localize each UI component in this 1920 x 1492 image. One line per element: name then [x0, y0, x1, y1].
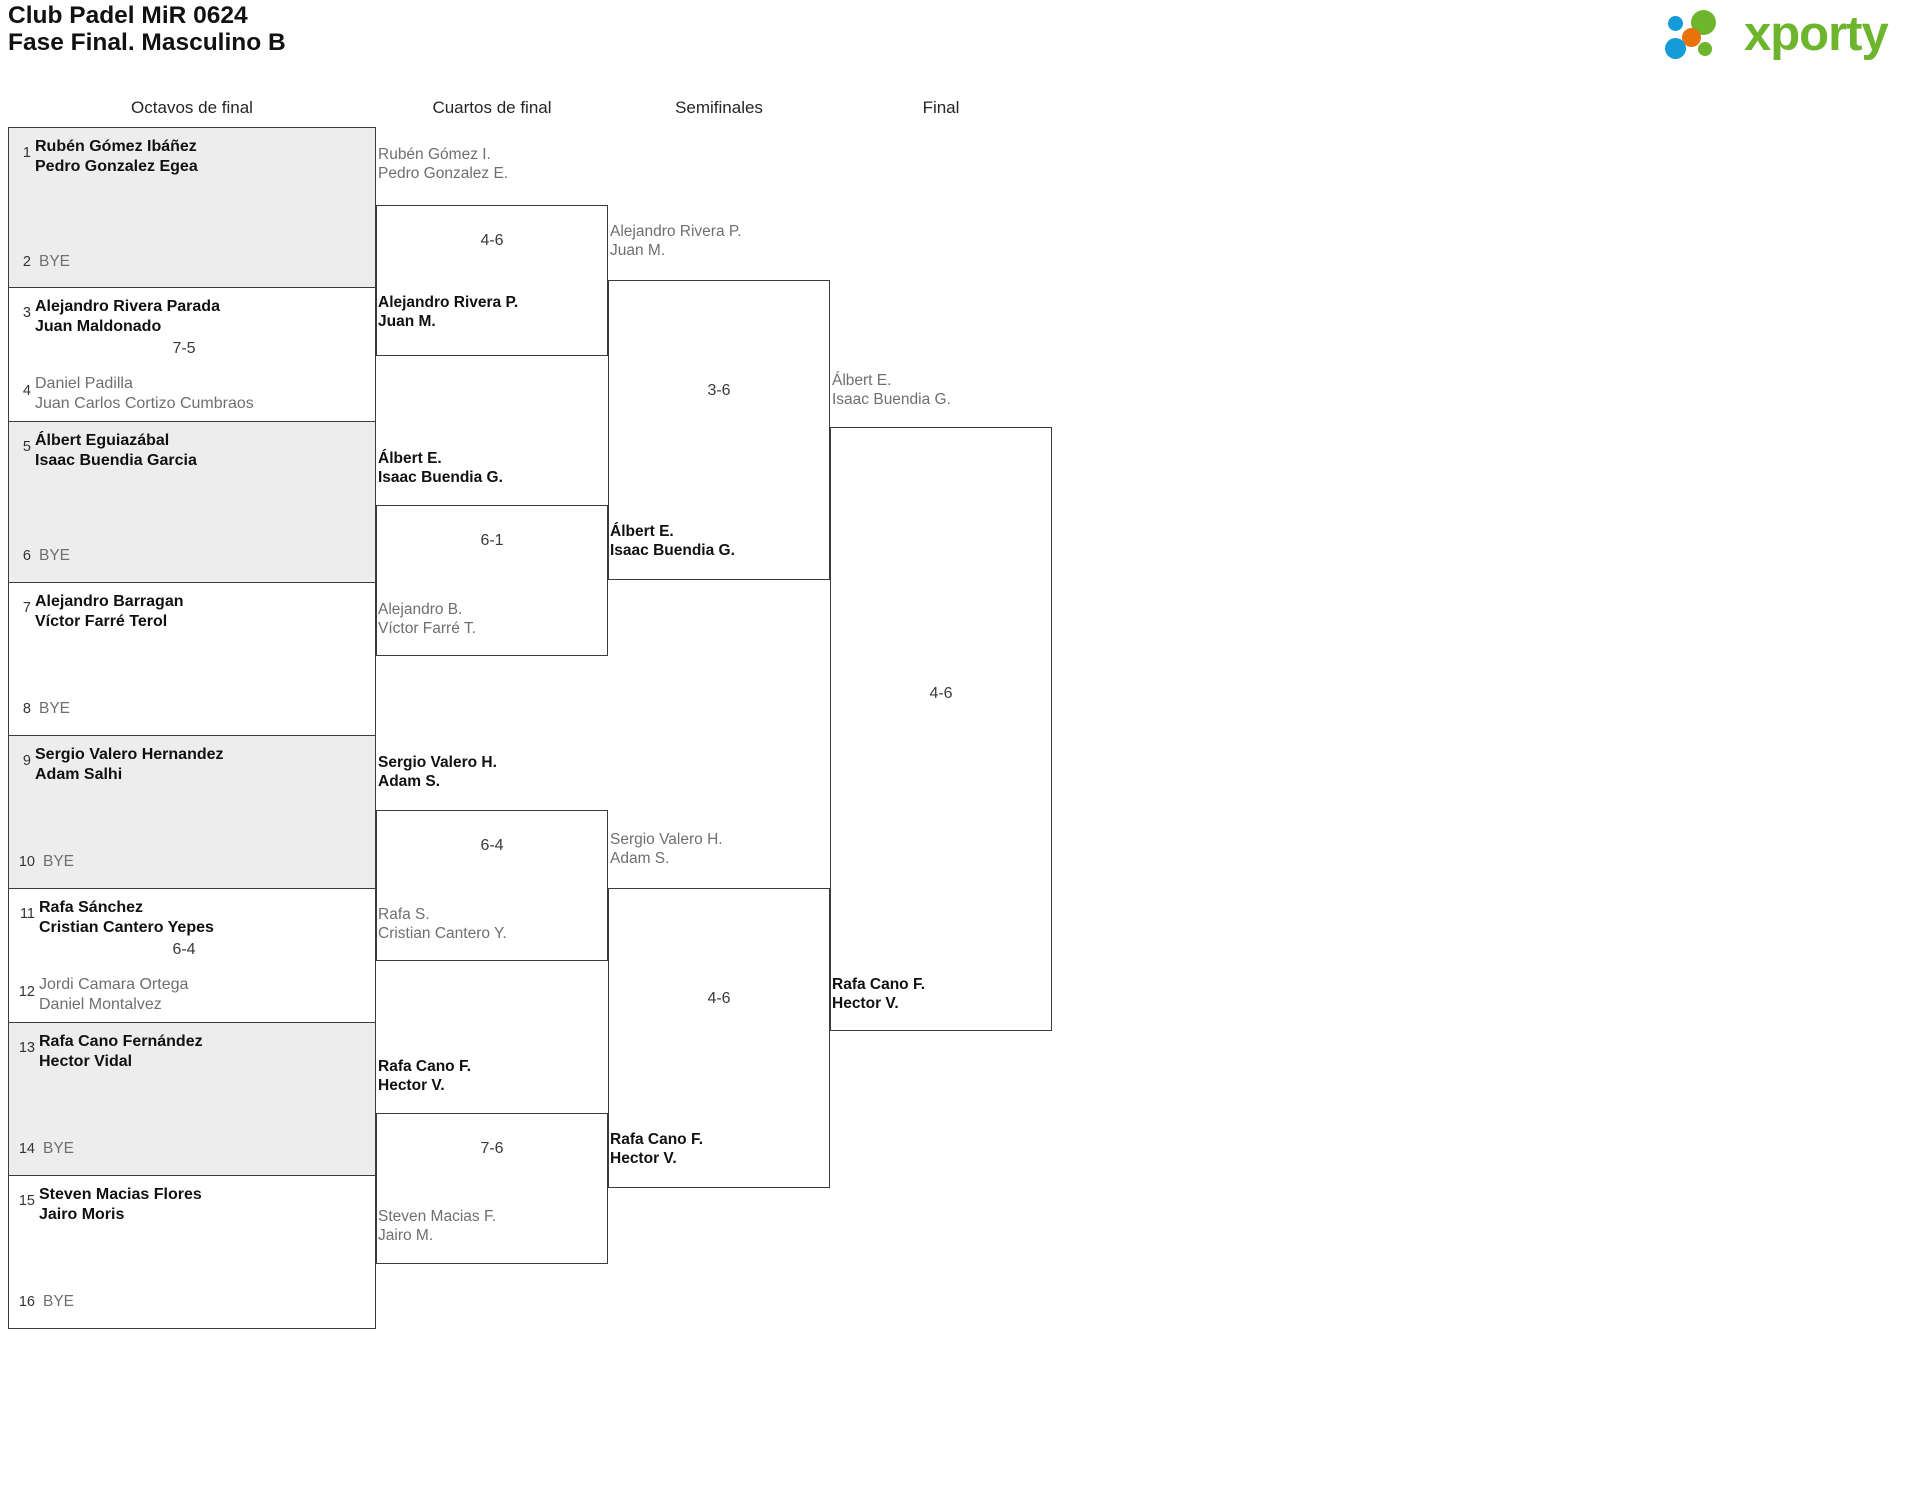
r4-team-champion: Rafa Cano F. Hector V.	[832, 976, 926, 1012]
seed-number: 2	[22, 254, 31, 270]
r2-score: 6-4	[480, 837, 504, 854]
r1-team: Steven Macias Flores Jairo Moris	[39, 1186, 202, 1223]
xporty-logo[interactable]: xporty	[1660, 6, 1892, 64]
seed-number: 1	[22, 145, 31, 161]
seed-number: 5	[22, 439, 31, 455]
seed-number: 7	[22, 600, 31, 616]
seed-number: 3	[22, 305, 31, 321]
r1-team: Rafa Cano Fernández Hector Vidal	[39, 1033, 203, 1070]
seed-number: 9	[22, 753, 31, 769]
logo-dot-green-small	[1698, 42, 1712, 56]
r2-match-box[interactable]	[376, 1113, 608, 1264]
r3-score: 4-6	[707, 990, 731, 1007]
r1-score: 7-5	[172, 340, 196, 357]
round-header-semifinales: Semifinales	[675, 98, 763, 117]
r4-score: 4-6	[929, 685, 953, 702]
r1-team: BYE	[43, 853, 75, 870]
page-title: Club Padel MiR 0624 Fase Final. Masculin…	[8, 2, 286, 56]
r2-team: Álbert E. Isaac Buendia G.	[378, 450, 503, 486]
logo-dot-orange	[1682, 28, 1701, 47]
r3-match-box[interactable]	[608, 280, 830, 580]
r1-match-block[interactable]: 7 Alejandro Barragan Víctor Farré Terol …	[8, 583, 376, 736]
r2-match-box[interactable]	[376, 505, 608, 656]
seed-number: 6	[22, 548, 31, 564]
seed-number: 12	[18, 984, 35, 1000]
seed-number: 8	[22, 701, 31, 717]
seed-number: 11	[19, 906, 35, 922]
r4-team: Álbert E. Isaac Buendia G.	[832, 372, 951, 408]
r2-team: Rubén Gómez I. Pedro Gonzalez E.	[378, 146, 509, 182]
r1-score: 6-4	[172, 941, 196, 958]
r1-team: Daniel Padilla Juan Carlos Cortizo Cumbr…	[35, 375, 254, 412]
r3-match-box[interactable]	[608, 888, 830, 1188]
r1-team: BYE	[39, 700, 71, 717]
r1-match-block[interactable]: 5 Álbert Eguiazábal Isaac Buendia Garcia…	[8, 422, 376, 583]
seed-number: 13	[18, 1040, 35, 1056]
r2-team: Sergio Valero H. Adam S.	[378, 754, 497, 790]
r2-score: 4-6	[480, 232, 504, 249]
r2-team: Rafa Cano F. Hector V.	[378, 1058, 472, 1094]
r3-team: Sergio Valero H. Adam S.	[610, 831, 723, 867]
r1-match-block[interactable]: 15 Steven Macias Flores Jairo Moris 16 B…	[8, 1176, 376, 1329]
r1-team: BYE	[43, 1293, 75, 1310]
round-header-final: Final	[922, 98, 960, 117]
r1-team: Sergio Valero Hernandez Adam Salhi	[35, 746, 224, 783]
r1-team: Álbert Eguiazábal Isaac Buendia Garcia	[35, 432, 197, 469]
r1-team: Alejandro Rivera Parada Juan Maldonado	[35, 298, 220, 335]
r1-match-block[interactable]: 1 Rubén Gómez Ibáñez Pedro Gonzalez Egea…	[8, 127, 376, 288]
logo-dot-blue-large	[1665, 38, 1686, 59]
r1-match-block[interactable]: 3 Alejandro Rivera Parada Juan Maldonado…	[8, 288, 376, 422]
r1-team: BYE	[39, 253, 71, 270]
r3-team: Alejandro Rivera P. Juan M.	[610, 223, 742, 259]
tournament-name: Club Padel MiR 0624	[8, 2, 248, 29]
logo-dot-blue-small	[1668, 16, 1683, 31]
r3-score: 3-6	[707, 382, 731, 399]
seed-number: 16	[18, 1294, 35, 1310]
logo-dots-icon	[1660, 8, 1748, 62]
r1-match-block[interactable]: 13 Rafa Cano Fernández Hector Vidal 14 B…	[8, 1023, 376, 1176]
r1-team: Alejandro Barragan Víctor Farré Terol	[35, 593, 184, 630]
r2-score: 7-6	[480, 1140, 504, 1157]
page-header: Club Padel MiR 0624 Fase Final. Masculin…	[0, 0, 1920, 95]
round-header-cuartos: Cuartos de final	[432, 98, 552, 117]
seed-number: 14	[18, 1141, 35, 1157]
r1-team: Jordi Camara Ortega Daniel Montalvez	[39, 976, 189, 1013]
r1-team: Rubén Gómez Ibáñez Pedro Gonzalez Egea	[35, 138, 198, 175]
r1-match-block[interactable]: 11 Rafa Sánchez Cristian Cantero Yepes 6…	[8, 889, 376, 1023]
r3-team: Álbert E. Isaac Buendia G.	[610, 523, 735, 559]
r4-match-box[interactable]	[830, 427, 1052, 1031]
r2-team: Alejandro B. Víctor Farré T.	[378, 601, 476, 637]
r2-team: Steven Macias F. Jairo M.	[378, 1208, 497, 1244]
round-header-octavos: Octavos de final	[131, 98, 253, 117]
logo-wordmark: xporty	[1744, 7, 1889, 61]
r2-team: Alejandro Rivera P. Juan M.	[378, 294, 519, 330]
seed-number: 10	[18, 854, 35, 870]
tournament-phase: Fase Final. Masculino B	[8, 29, 286, 56]
r1-team: BYE	[43, 1140, 75, 1157]
seed-number: 15	[18, 1193, 35, 1209]
r2-match-box[interactable]	[376, 810, 608, 961]
r1-team: BYE	[39, 547, 71, 564]
r2-match-box[interactable]	[376, 205, 608, 356]
seed-number: 4	[22, 383, 31, 399]
r3-team: Rafa Cano F. Hector V.	[610, 1131, 704, 1167]
r2-score: 6-1	[480, 532, 504, 549]
r1-team: Rafa Sánchez Cristian Cantero Yepes	[39, 899, 214, 936]
r2-team: Rafa S. Cristian Cantero Y.	[378, 906, 507, 942]
r1-match-block[interactable]: 9 Sergio Valero Hernandez Adam Salhi 10 …	[8, 736, 376, 889]
